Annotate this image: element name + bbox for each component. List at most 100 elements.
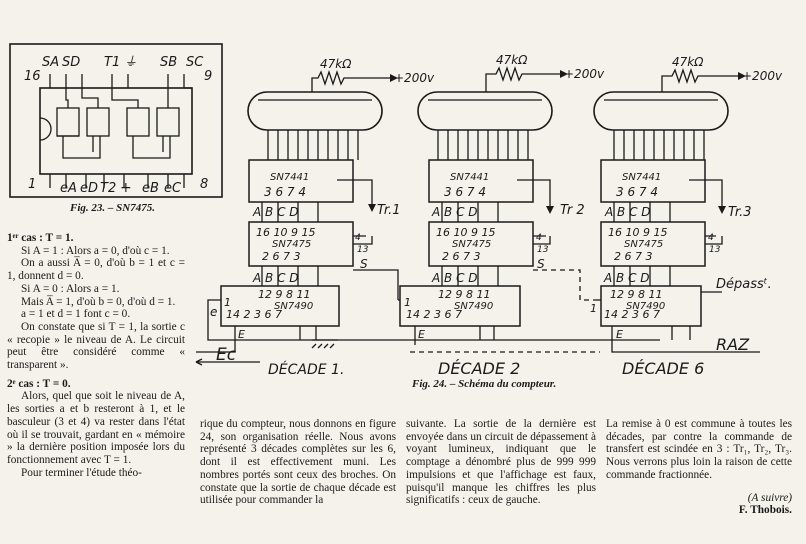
d2-counter-name: SN7490 [454, 301, 493, 312]
case2-para-1: Alors, quel que soit le niveau de A, les… [7, 390, 185, 466]
d1-latch-pins-bottom: 2 6 7 3 [262, 250, 300, 263]
text-column-2: rique du compteur, nous donnons en figur… [200, 418, 396, 507]
case1-para-2: On a aussi A̅ = 0, d'où b = 1 et c = 1, … [7, 257, 185, 283]
d2-s-label: S [537, 257, 545, 271]
d6-counter-pins-top: 12 9 8 11 [610, 288, 662, 301]
decade-2-label: DÉCADE 2 [438, 359, 520, 378]
d1-e-label: e [210, 305, 217, 319]
case1-para-1: Si A = 1 : Alors a = 0, d'où c = 1. [21, 244, 170, 257]
case1-para-5: a = 1 et d = 1 font c = 0. [21, 308, 131, 321]
pin-label-sb: SB [160, 55, 177, 70]
d1-E-label: E [238, 328, 245, 341]
case2-heading: 2ᵉ cas : T = 0. [7, 377, 71, 390]
pin-label-ground: ⏚ [124, 55, 137, 70]
decade-6-circuit [552, 67, 760, 353]
d1-pin-1: 1 [224, 296, 231, 309]
d1-tr-label: Tr.1 [377, 203, 401, 218]
col2-para: rique du compteur, nous donnons en figur… [200, 418, 396, 507]
author-signature: F. Thobois. [738, 504, 792, 517]
d6-pin-13: 13 [709, 245, 721, 255]
d1-pin-13: 13 [357, 245, 369, 255]
d2-supply-label: +200v [564, 67, 605, 81]
d1-abcd: A B C D [252, 205, 299, 219]
d6-abcd-lower: A B C D [603, 271, 650, 285]
d6-supply-label: +200v [742, 69, 783, 83]
case1-para-6: On constate que si T = 1, la sortie c « … [7, 320, 185, 372]
d2-latch-pins-top: 16 10 9 15 [436, 226, 495, 239]
pin-label-ea: eA [60, 181, 77, 196]
case1-heading: 1ᵉʳ cas : T = 1. [7, 232, 74, 244]
case2-para-2: Pour terminer l'étude théo- [21, 466, 142, 479]
d2-pin-1: 1 [404, 296, 411, 309]
case1-para-3: Si A = 0 : Alors a = 1. [21, 282, 120, 295]
d1-s-label: S [360, 257, 368, 271]
col4-para: La remise à 0 est commune à toutes les d… [606, 418, 792, 481]
pin-label-eb: eB [142, 181, 159, 196]
decade-1-circuit [196, 69, 399, 353]
d6-E-label: E [616, 328, 623, 341]
pin-label-ec: eC [164, 181, 182, 196]
d6-latch-pins-bottom: 2 6 7 3 [614, 250, 652, 263]
d2-resistor-label: 47kΩ [496, 53, 528, 67]
d2-counter-pins-top: 12 9 8 11 [438, 288, 490, 301]
d2-E-label: E [418, 328, 425, 341]
raz-label: RAZ [716, 335, 750, 354]
case1-para-4: Mais A̅ = 1, d'où b = 0, d'où d = 1. [21, 295, 176, 308]
d1-counter-name: SN7490 [274, 301, 313, 312]
pin-label-t1: T1 [104, 55, 120, 70]
fig24-caption: Fig. 24. – Schéma du compteur. [412, 378, 557, 390]
d6-counter-name: SN7490 [626, 301, 665, 312]
d6-abcd: A B C D [604, 205, 651, 219]
d6-pin-4: 4 [708, 233, 714, 243]
fig23-caption: Fig. 23. – SN7475. [70, 202, 155, 214]
text-column-3: suivante. La sortie de la dernière est e… [406, 418, 596, 507]
d1-abcd-lower: A B C D [252, 271, 299, 285]
d1-counter-pins-bottom: 14 2 3 6 7 [226, 308, 282, 321]
col3-para: suivante. La sortie de la dernière est e… [406, 418, 596, 507]
d1-counter-pins-top: 12 9 8 11 [258, 288, 310, 301]
d1-resistor-label: 47kΩ [320, 57, 352, 71]
pin-label-t2: T2 [100, 181, 116, 196]
text-column-4: La remise à 0 est commune à toutes les d… [606, 418, 792, 517]
decade-1-label: DÉCADE 1. [268, 361, 344, 378]
d6-tr-label: Tr.3 [728, 205, 752, 220]
d2-abcd: A B C D [431, 205, 478, 219]
d1-latch-name: SN7475 [272, 239, 311, 250]
ec-input-label: Ec [216, 345, 237, 365]
d6-latch-name: SN7475 [624, 239, 663, 250]
d1-latch-pins-top: 16 10 9 15 [256, 226, 315, 239]
d1-decoder-name: SN7441 [270, 172, 309, 183]
d2-latch-pins-bottom: 2 6 7 3 [442, 250, 480, 263]
pin-number-9: 9 [204, 69, 212, 84]
to-be-continued: (A suivre) [747, 491, 792, 504]
d2-latch-name: SN7475 [452, 239, 491, 250]
d6-latch-pins-top: 16 10 9 15 [608, 226, 667, 239]
d2-decoder-pins: 3 6 7 4 [444, 185, 486, 199]
d2-abcd-lower: A B C D [431, 271, 478, 285]
pin-label-sa: SA [42, 55, 59, 70]
fig23-pinout [9, 43, 223, 198]
decade-2-circuit [380, 65, 562, 345]
pin-number-1: 1 [28, 177, 36, 192]
pin-label-sd: SD [62, 55, 80, 70]
decade-6-label: DÉCADE 6 [622, 359, 704, 378]
d2-pin-4: 4 [536, 233, 542, 243]
pin-label-plus: + [120, 180, 132, 196]
pin-label-sc: SC [186, 55, 204, 70]
d1-decoder-pins: 3 6 7 4 [264, 185, 306, 199]
d6-pin-1: 1 [590, 302, 597, 315]
text-column-1: 1ᵉʳ cas : T = 1. Si A = 1 : Alors a = 0,… [7, 232, 185, 479]
d6-decoder-name: SN7441 [622, 172, 661, 183]
d2-tr-label: Tr 2 [560, 203, 585, 218]
pin-label-ed: eD [80, 181, 98, 196]
overflow-label: Dépassᵗ. [716, 277, 772, 292]
d1-supply-label: +200v [394, 71, 435, 85]
d6-counter-pins-bottom: 14 2 3 6 7 [604, 308, 660, 321]
d2-counter-pins-bottom: 14 2 3 6 7 [406, 308, 462, 321]
pin-number-8: 8 [200, 177, 208, 192]
d2-pin-13: 13 [537, 245, 549, 255]
pin-number-16: 16 [24, 69, 41, 84]
d1-pin-4: 4 [355, 233, 361, 243]
